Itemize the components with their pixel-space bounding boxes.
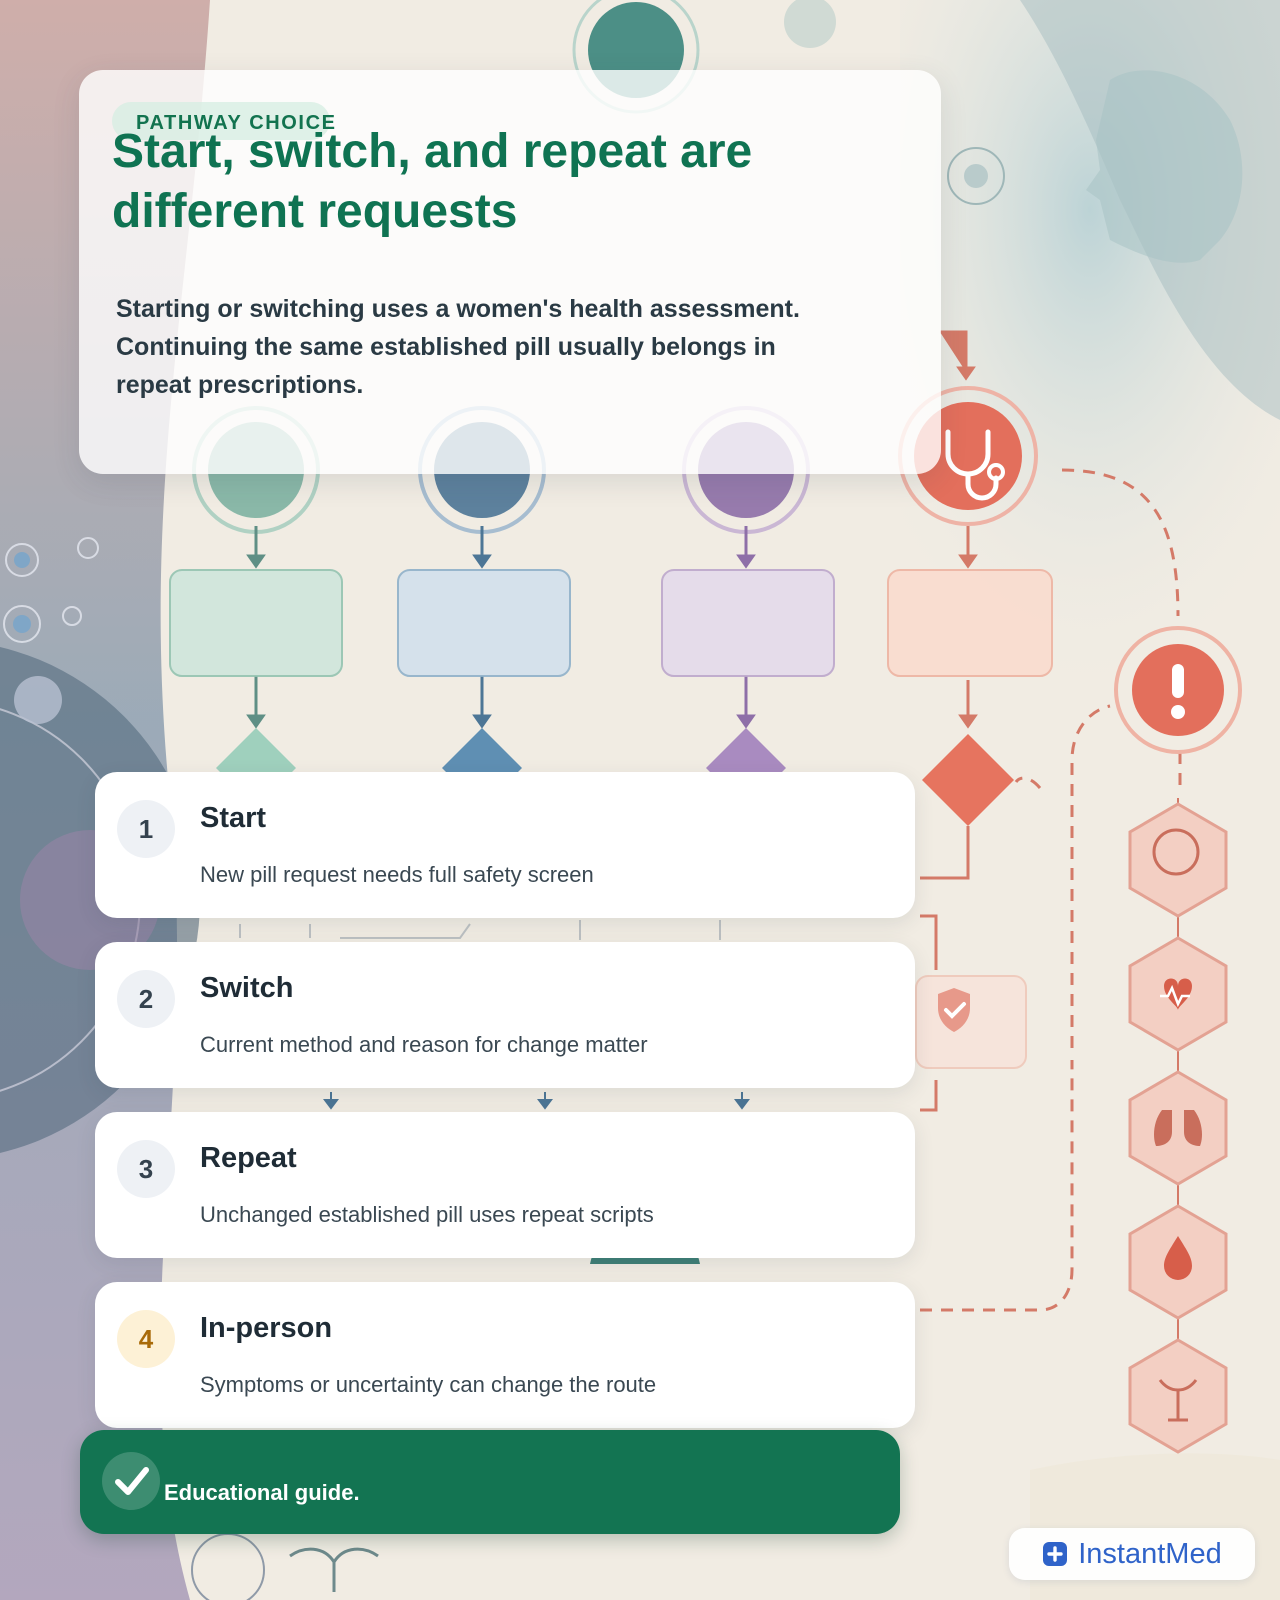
brand-logo: InstantMed (1009, 1528, 1255, 1580)
banner-text: Educational guide. (164, 1480, 360, 1505)
step-description: Unchanged established pill uses repeat s… (200, 1202, 654, 1227)
step-number-badge: 1 (117, 800, 175, 858)
step-title: In-person (200, 1312, 333, 1344)
shield-check-icon (938, 988, 970, 1032)
step-card-repeat: 3 Repeat Unchanged established pill uses… (95, 1112, 915, 1258)
step-card-switch: 2 Switch Current method and reason for c… (95, 942, 915, 1088)
brand-name: InstantMed (1078, 1537, 1222, 1570)
step-number-badge: 3 (117, 1140, 175, 1198)
brain-icon (1128, 802, 1228, 918)
eyebrow-label: PATHWAY CHOICE (136, 112, 337, 134)
step-description: Current method and reason for change mat… (200, 1032, 648, 1057)
step-title: Switch (200, 972, 294, 1004)
step-description: New pill request needs full safety scree… (200, 862, 594, 887)
checkmark-icon (102, 1452, 160, 1510)
step-title: Repeat (200, 1142, 297, 1174)
page-title: Start, switch, and repeat are different … (112, 125, 753, 238)
step-description: Symptoms or uncertainty can change the r… (200, 1372, 657, 1397)
eyebrow-pill (112, 102, 330, 140)
educational-banner: Educational guide. (80, 1430, 900, 1534)
page-subtitle: Starting or switching uses a women's hea… (116, 295, 800, 399)
step-number-badge: 2 (117, 970, 175, 1028)
step-title: Start (200, 802, 267, 834)
plus-square-icon (1043, 1542, 1068, 1566)
step-card-start: 1 Start New pill request needs full safe… (95, 772, 915, 918)
step-card-in-person: 4 In-person Symptoms or uncertainty can … (95, 1282, 915, 1428)
lungs-icon (1128, 1070, 1228, 1186)
step-number-badge: 4 (117, 1310, 175, 1368)
